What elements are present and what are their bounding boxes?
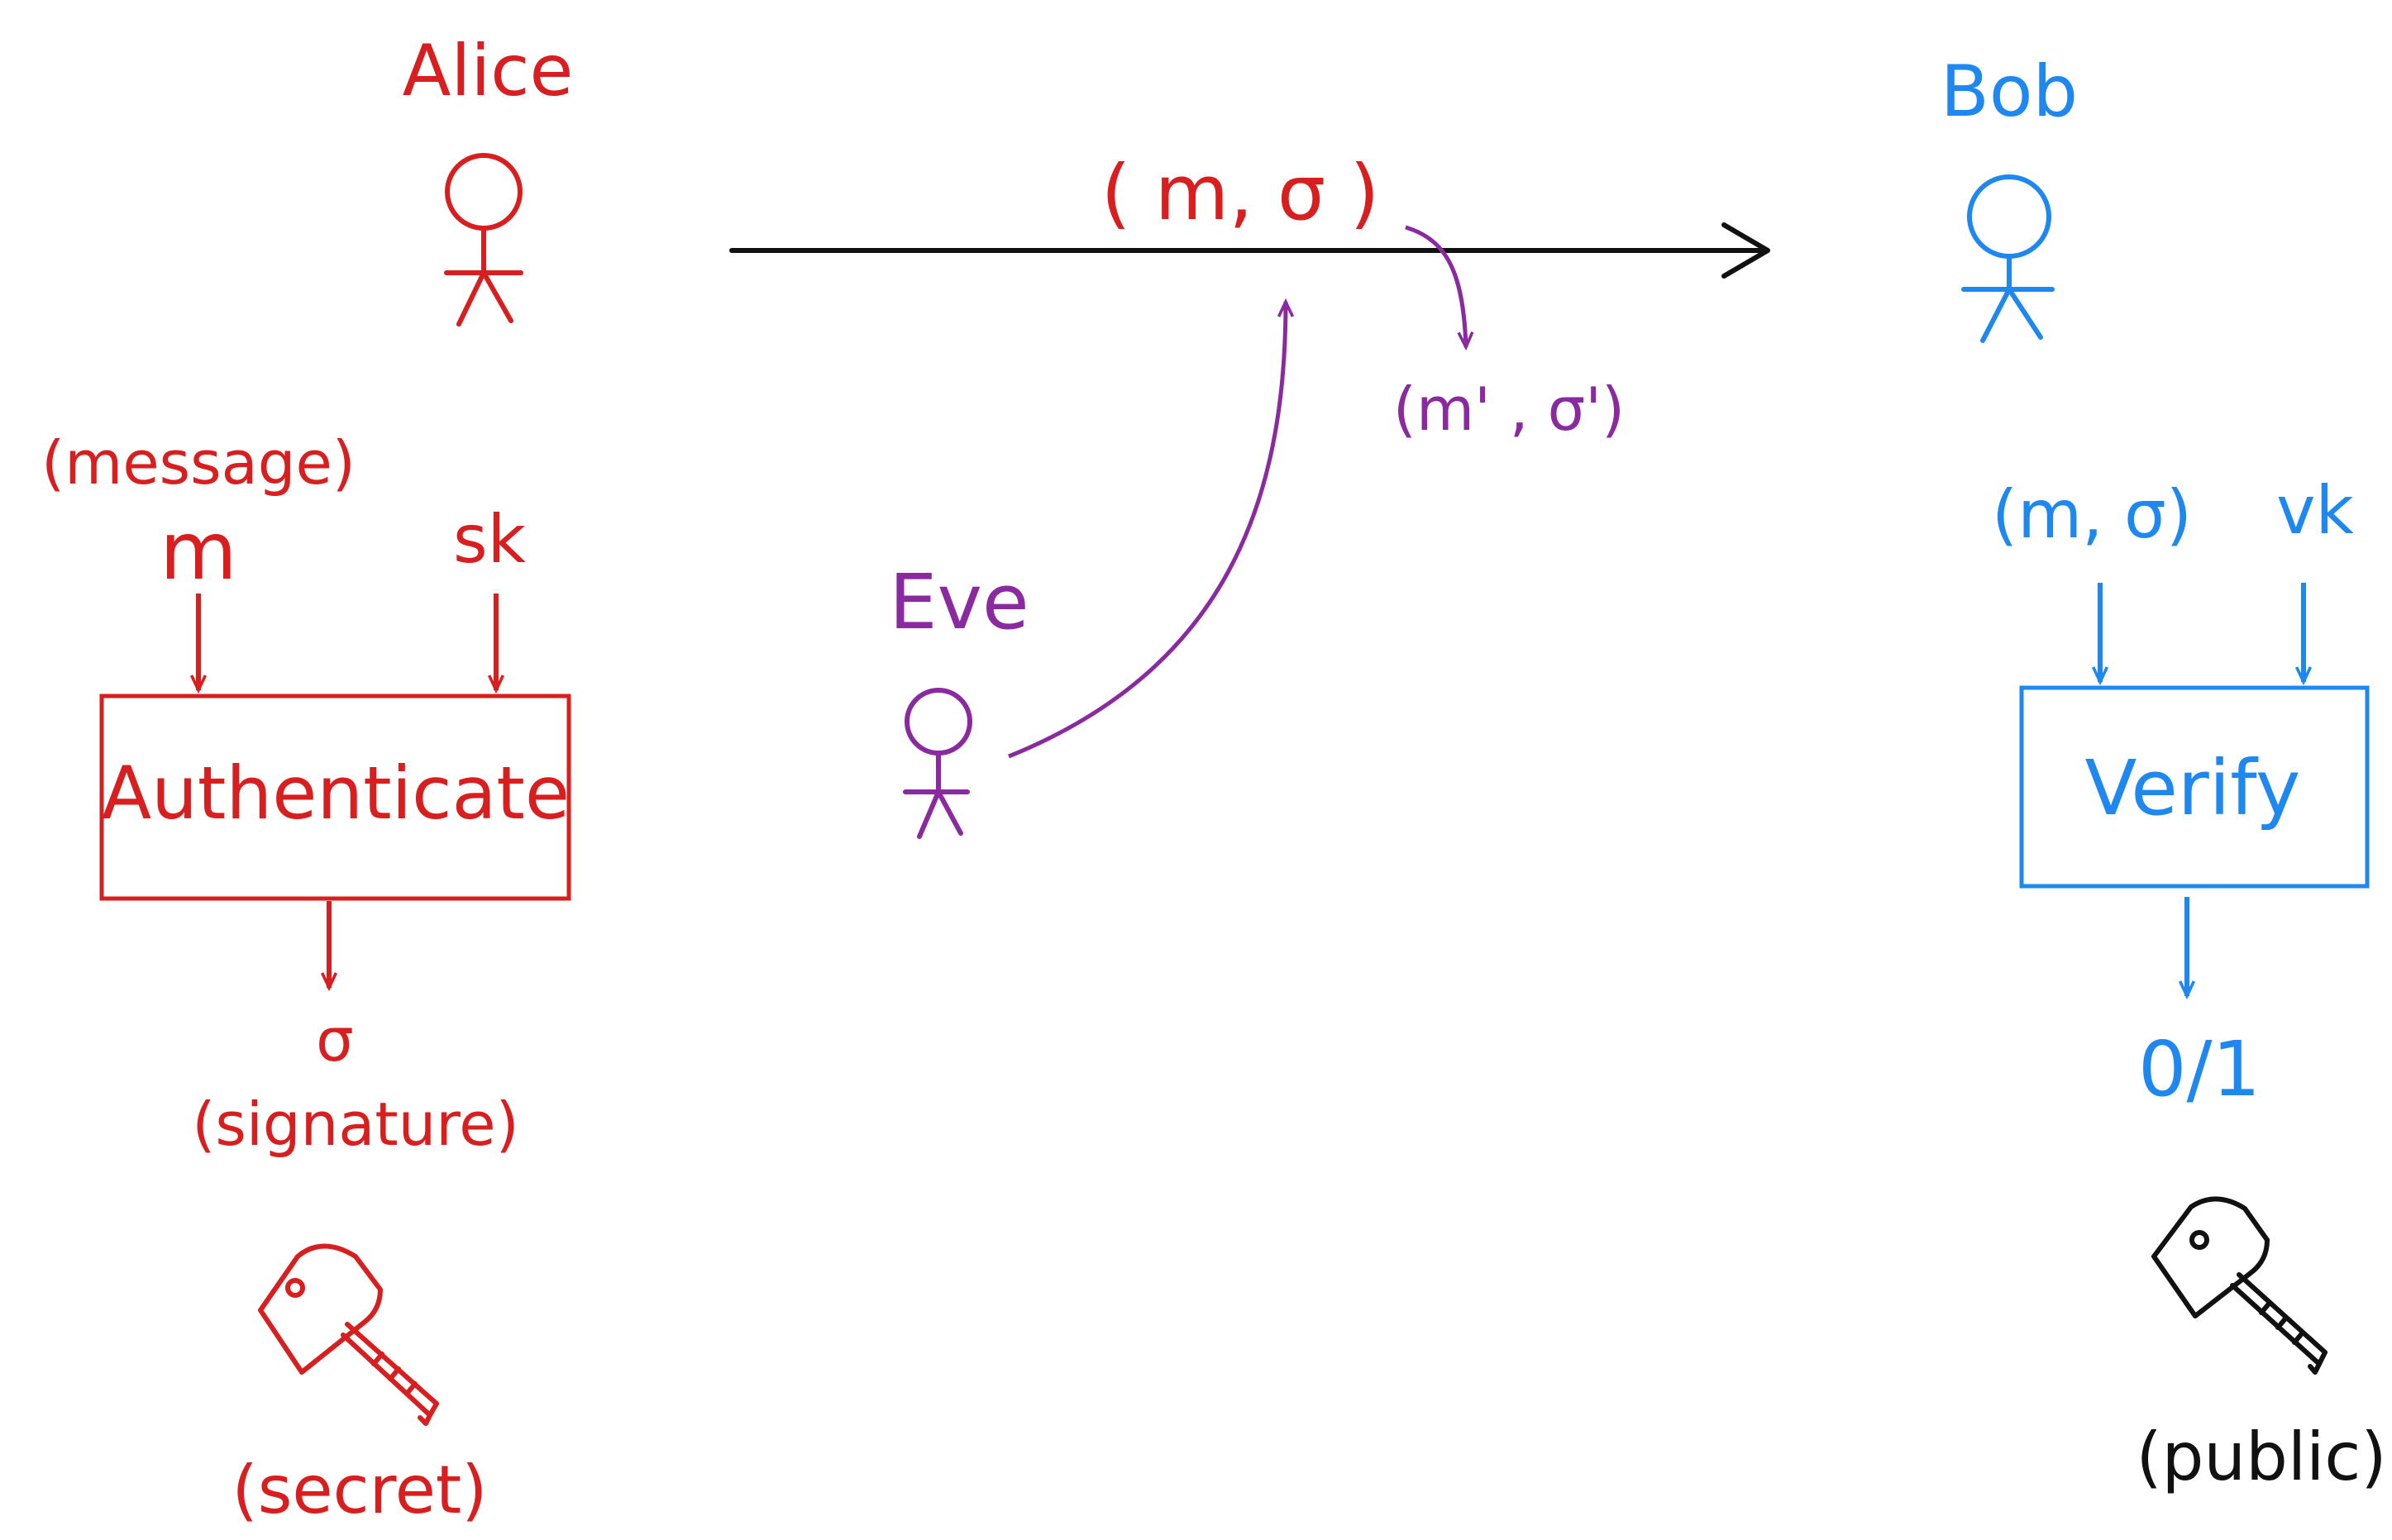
alice-message-symbol: m	[160, 505, 237, 598]
verify-label: Verify	[2085, 744, 2301, 832]
verify-output: 0/1	[2138, 1025, 2261, 1113]
tamper-arrow	[1405, 225, 1466, 347]
authenticate-box	[99, 694, 571, 901]
signature-note: (signature)	[192, 1089, 518, 1159]
bob-vk-symbol: vk	[2276, 472, 2354, 549]
bob-input-pair: (m, σ)	[1992, 476, 2192, 553]
alice-section: Alice (message) m sk Authenticate σ (sig…	[41, 30, 573, 1528]
secret-key-note: (secret)	[232, 1452, 487, 1528]
authenticate-label: Authenticate	[102, 751, 570, 836]
signature-symbol: σ	[316, 1005, 354, 1075]
secret-key-icon	[258, 1243, 439, 1426]
bob-name: Bob	[1941, 50, 2078, 133]
eve-intercept-arrow	[1008, 302, 1286, 759]
bob-section: Bob (m, σ) vk Verify 0/1 (public)	[1941, 50, 2387, 1495]
channel-arrow-head	[1721, 222, 1770, 279]
eve-name: Eve	[889, 558, 1029, 646]
alice-sk-symbol: sk	[453, 501, 527, 578]
forged-pair: (m' , σ')	[1393, 374, 1625, 444]
alice-stick-figure	[444, 153, 523, 327]
public-key-icon	[2151, 1196, 2328, 1375]
alice-name: Alice	[403, 30, 574, 112]
verify-box	[2019, 685, 2370, 889]
eve-section: Eve	[889, 302, 1286, 839]
bob-stick-figure	[1961, 174, 2055, 343]
channel-section: ( m, σ ) (m' , σ')	[729, 149, 1770, 444]
eve-stick-figure	[903, 688, 972, 839]
alice-message-note: (message)	[41, 428, 356, 498]
public-key-note: (public)	[2136, 1418, 2386, 1495]
channel-message-pair: ( m, σ )	[1101, 149, 1380, 237]
